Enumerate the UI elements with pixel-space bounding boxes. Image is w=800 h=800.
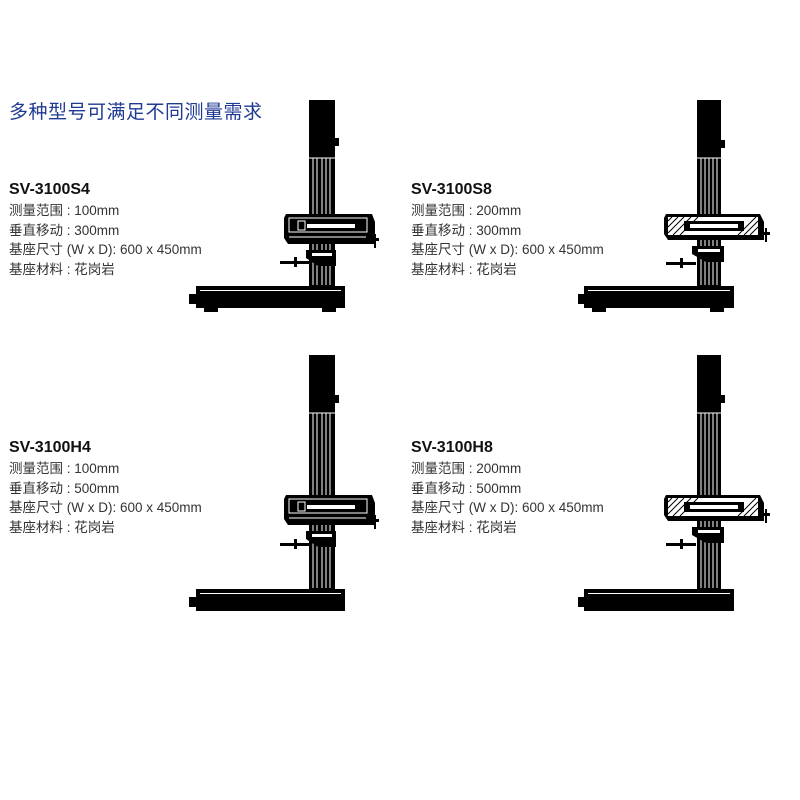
spec-vertical-travel: 垂直移动 : 300mm [9, 222, 120, 238]
spec-base-material: 基座材料 : 花岗岩 [411, 261, 517, 277]
model-name: SV-3100S8 [411, 181, 492, 198]
spec-vertical-travel: 垂直移动 : 500mm [9, 480, 120, 496]
machine-illustration-sv3100s4 [189, 100, 379, 312]
machine-illustration-sv3100h4 [189, 355, 379, 611]
model-name: SV-3100H8 [411, 439, 493, 456]
model-spec-sv3100h4: SV-3100H4 测量范围 : 100mm 垂直移动 : 500mm 基座尺寸… [9, 439, 259, 537]
spec-measuring-range: 测量范围 : 200mm [411, 203, 522, 218]
spec-measuring-range: 测量范围 : 100mm [9, 203, 120, 218]
page-headline: 多种型号可满足不同测量需求 [9, 101, 263, 123]
spec-vertical-travel: 垂直移动 : 300mm [411, 222, 522, 238]
spec-measuring-range: 测量范围 : 200mm [411, 461, 522, 476]
model-spec-sv3100s4: SV-3100S4 测量范围 : 100mm 垂直移动 : 300mm 基座尺寸… [9, 181, 259, 279]
spec-base-size: 基座尺寸 (W x D): 600 x 450mm [411, 242, 604, 257]
spec-base-material: 基座材料 : 花岗岩 [9, 519, 115, 535]
machine-illustration-sv3100s8 [578, 100, 770, 312]
spec-base-size: 基座尺寸 (W x D): 600 x 450mm [9, 500, 202, 515]
model-spec-sv3100s8: SV-3100S8 测量范围 : 200mm 垂直移动 : 300mm 基座尺寸… [411, 181, 661, 279]
spec-base-material: 基座材料 : 花岗岩 [9, 261, 115, 277]
spec-measuring-range: 测量范围 : 100mm [9, 461, 120, 476]
model-name: SV-3100S4 [9, 181, 90, 198]
model-name: SV-3100H4 [9, 439, 91, 456]
spec-base-size: 基座尺寸 (W x D): 600 x 450mm [411, 500, 604, 515]
spec-base-material: 基座材料 : 花岗岩 [411, 519, 517, 535]
model-spec-sv3100h8: SV-3100H8 测量范围 : 200mm 垂直移动 : 500mm 基座尺寸… [411, 439, 661, 537]
machine-illustration-sv3100h8 [578, 355, 770, 611]
spec-base-size: 基座尺寸 (W x D): 600 x 450mm [9, 242, 202, 257]
spec-vertical-travel: 垂直移动 : 500mm [411, 480, 522, 496]
